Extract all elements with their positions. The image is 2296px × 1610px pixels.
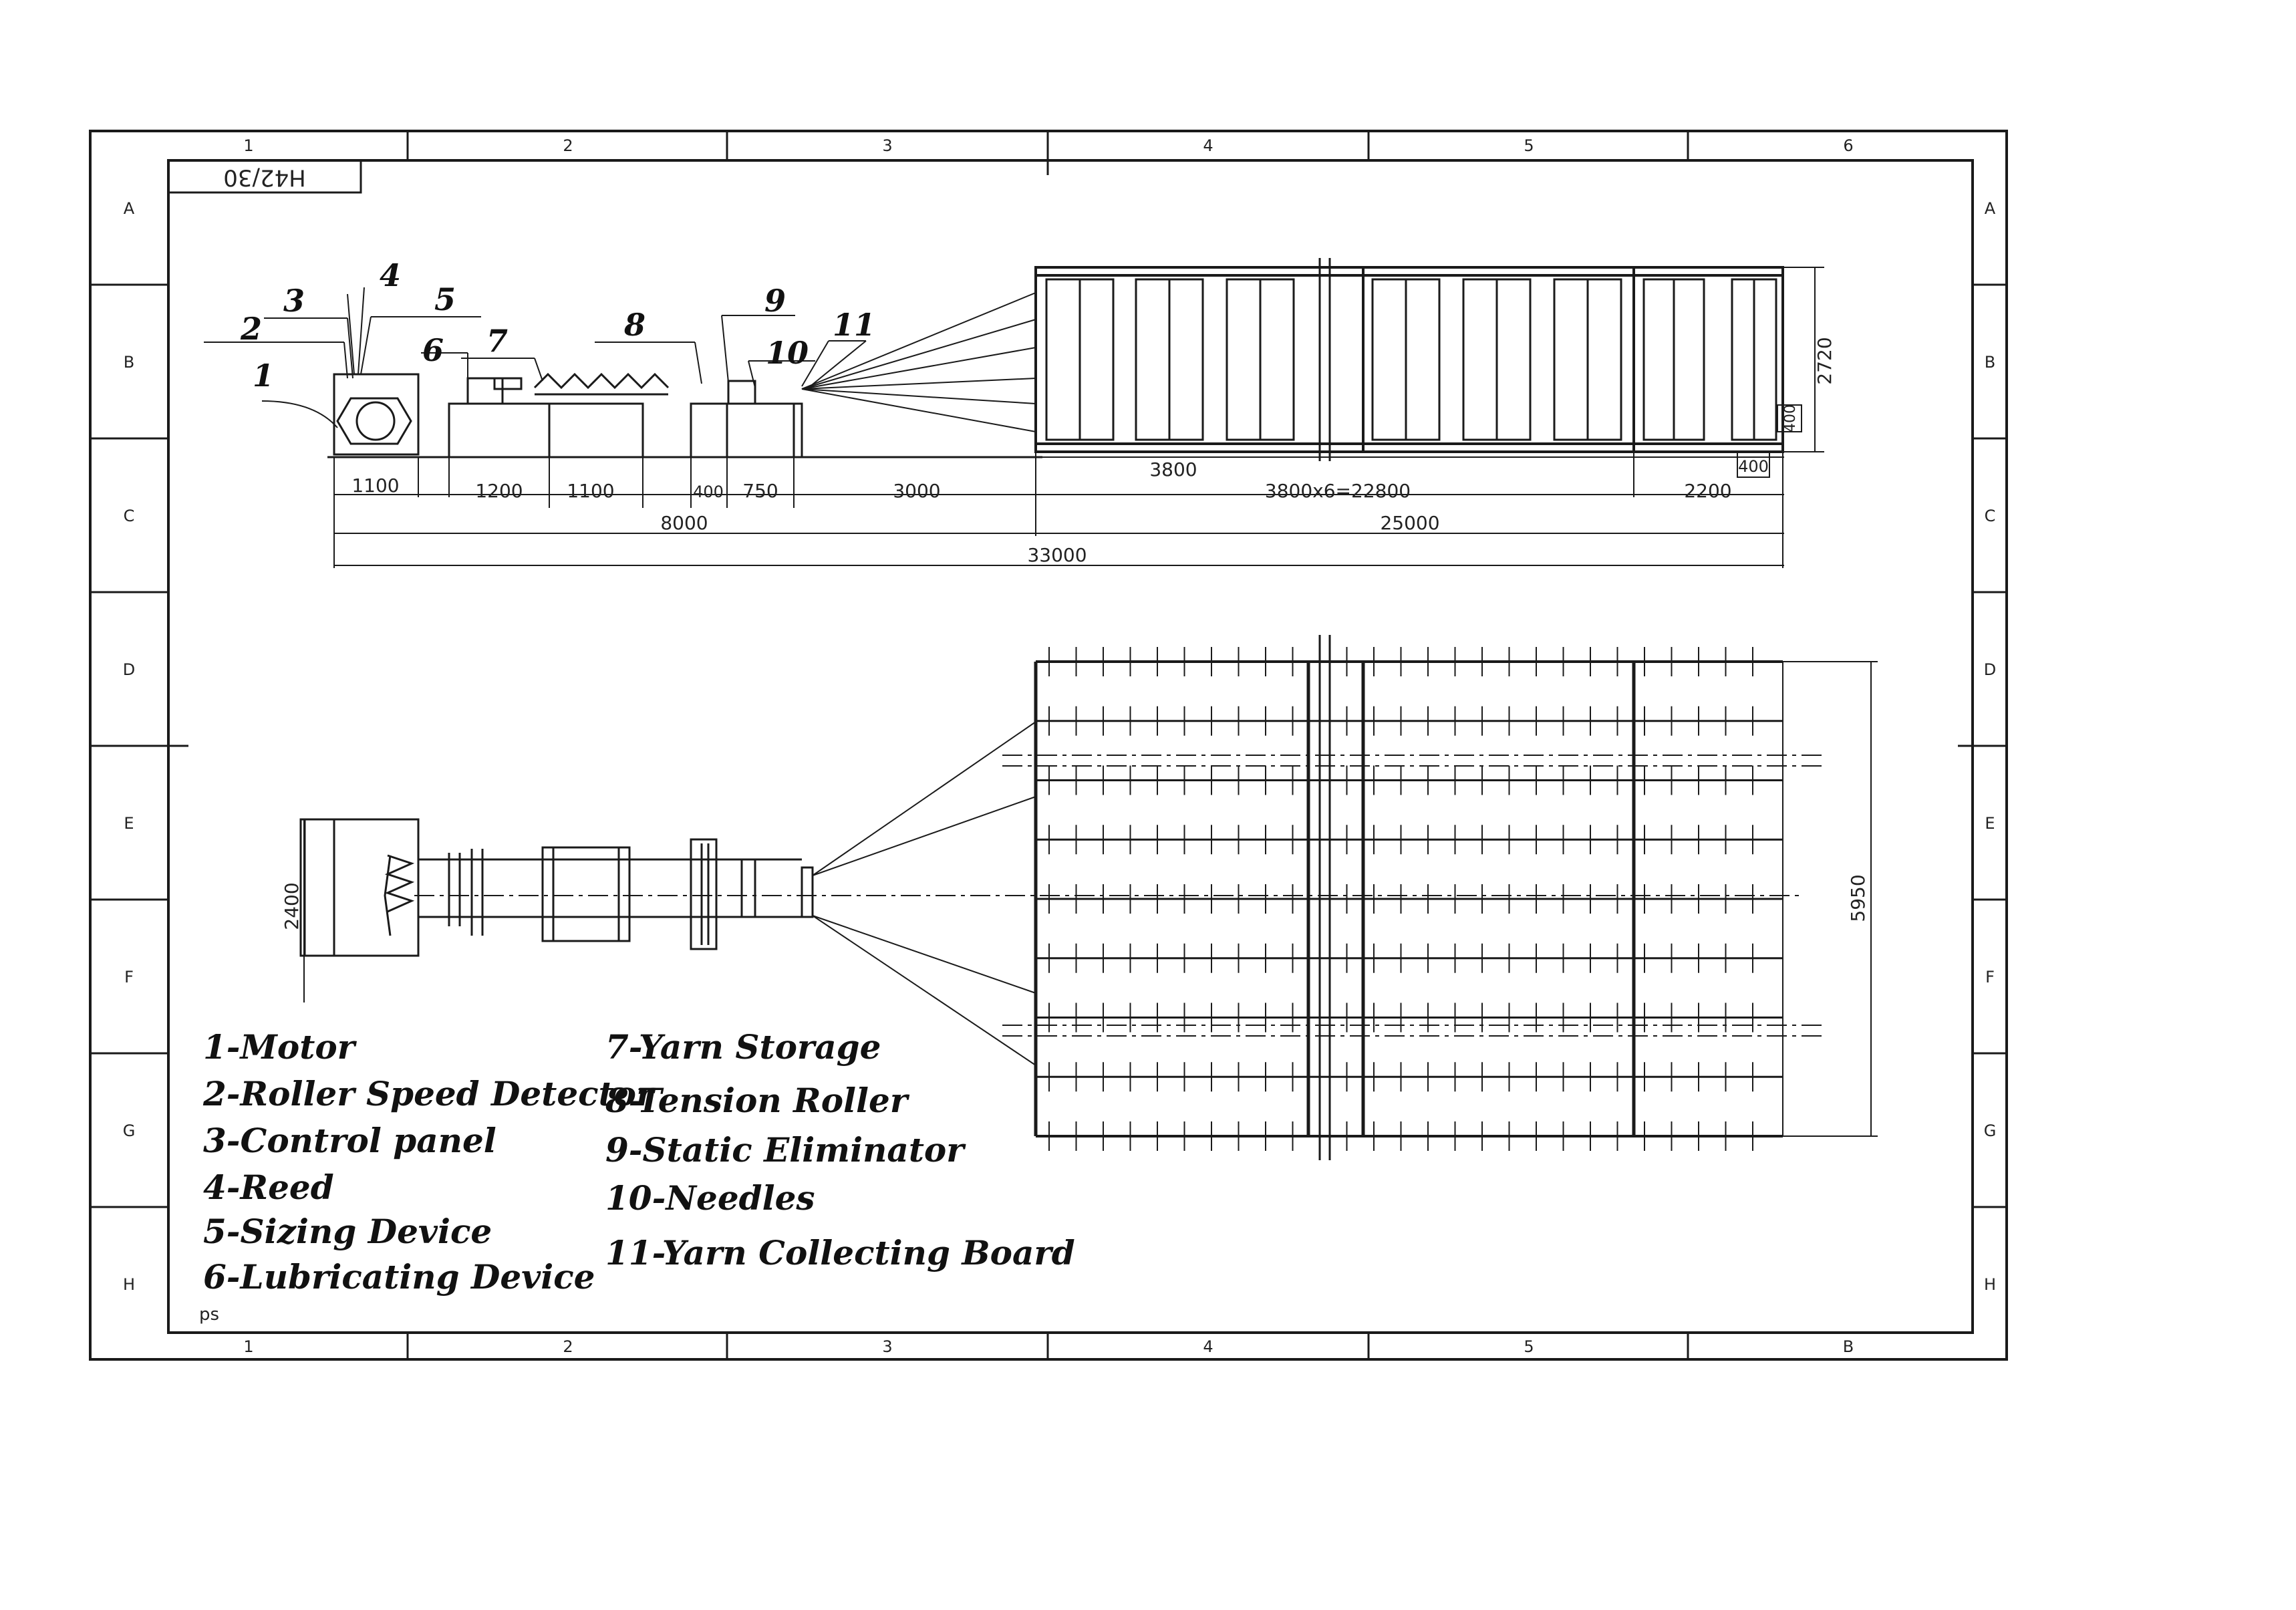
callouts: 1 2 3 4 5 6 7 8 9 10 11 [240, 257, 875, 394]
legend-item: 4-Reed [203, 1168, 334, 1207]
callout-number: 10 [766, 335, 809, 371]
callout-number: 2 [240, 311, 262, 347]
side-dimensions: 1100 1200 1100 400 750 3000 3800 3800x6=… [351, 337, 1836, 566]
row-label: D [1984, 660, 1996, 679]
column-label: 6 [1843, 136, 1853, 155]
dimension-label: 1200 [475, 480, 523, 502]
row-label: H [1984, 1275, 1996, 1294]
legend-item: 1-Motor [203, 1027, 357, 1067]
row-label: G [123, 1121, 136, 1140]
corner-mark: ps [199, 1305, 219, 1325]
legend-item: 3-Control panel [203, 1121, 496, 1160]
side-view: 1 2 3 4 5 6 7 8 9 10 11 [204, 257, 1836, 568]
dimension-label: 5950 [1847, 874, 1869, 922]
callout-number: 1 [253, 358, 274, 394]
title-block-text: H42/30 [223, 164, 306, 191]
dimension-label: 400 [1782, 404, 1799, 432]
callout-number: 11 [833, 307, 875, 343]
dimension-label: 750 [742, 480, 778, 502]
row-label: H [123, 1275, 135, 1294]
legend-item: 7-Yarn Storage [605, 1027, 881, 1067]
column-label: 3 [882, 136, 892, 155]
dimension-label: 1100 [351, 475, 399, 497]
row-label: F [124, 968, 134, 986]
dimension-label: 2400 [281, 882, 303, 930]
row-label: C [1985, 507, 1996, 525]
sheet-frame [89, 130, 2008, 1361]
row-labels-left: A B C D E F G H [123, 199, 136, 1294]
column-label: 5 [1524, 136, 1534, 155]
column-label: 5 [1524, 1337, 1534, 1356]
callout-number: 9 [764, 283, 786, 319]
callout-number: 8 [623, 307, 645, 343]
callout-number: 3 [283, 283, 305, 319]
row-label: E [124, 814, 134, 833]
callout-number: 5 [434, 281, 456, 317]
callout-number: 4 [380, 257, 401, 293]
column-label: 4 [1203, 136, 1213, 155]
legend-item: 5-Sizing Device [203, 1212, 492, 1251]
row-label: B [124, 353, 134, 372]
legend: 1-Motor 2-Roller Speed Detector 3-Contro… [202, 1027, 1075, 1297]
column-label: 1 [243, 136, 253, 155]
column-label: B [1843, 1337, 1854, 1356]
column-labels-top: 1 2 3 4 5 6 [243, 136, 1853, 155]
row-label: D [123, 660, 135, 679]
dimension-label: 8000 [660, 512, 708, 534]
dimension-label: 400 [693, 483, 724, 501]
row-label: E [1985, 814, 1995, 833]
dimension-label: 2720 [1814, 337, 1836, 384]
legend-item: 11-Yarn Collecting Board [605, 1233, 1075, 1272]
dimension-label: 3800 [1149, 458, 1197, 481]
dimension-label: 33000 [1027, 544, 1087, 566]
callout-number: 7 [486, 323, 508, 359]
column-label: 1 [243, 1337, 253, 1356]
column-label: 2 [563, 136, 573, 155]
creel-plan-grid [1036, 647, 1783, 1151]
row-label: A [1985, 199, 1996, 218]
legend-item: 2-Roller Speed Detector [202, 1074, 656, 1113]
dimension-label: 400 [1738, 457, 1769, 476]
row-label: A [124, 199, 135, 218]
dimension-label: 25000 [1380, 512, 1439, 534]
row-label: F [1985, 968, 1995, 986]
column-label: 2 [563, 1337, 573, 1356]
legend-item: 8-Tension Roller [605, 1081, 910, 1120]
dimension-label: 3000 [893, 480, 940, 502]
legend-item: 10-Needles [605, 1178, 815, 1218]
column-labels-bottom: 1 2 3 4 5 B [243, 1337, 1854, 1356]
dimension-label: 1100 [567, 480, 614, 502]
column-label: 4 [1203, 1337, 1213, 1356]
row-labels-right: A B C D E F G H [1984, 199, 1997, 1294]
legend-item: 9-Static Eliminator [605, 1130, 966, 1170]
dimension-label: 3800x6=22800 [1265, 480, 1411, 502]
plan-dimensions: 2400 5950 [281, 874, 1869, 930]
dimension-label: 2200 [1684, 480, 1731, 502]
row-label: B [1985, 353, 1995, 372]
column-label: 3 [882, 1337, 892, 1356]
plan-view: 2400 5950 [281, 635, 1878, 1160]
row-label: C [124, 507, 135, 525]
row-label: G [1984, 1121, 1997, 1140]
callout-number: 6 [422, 332, 444, 368]
legend-item: 6-Lubricating Device [203, 1257, 595, 1297]
